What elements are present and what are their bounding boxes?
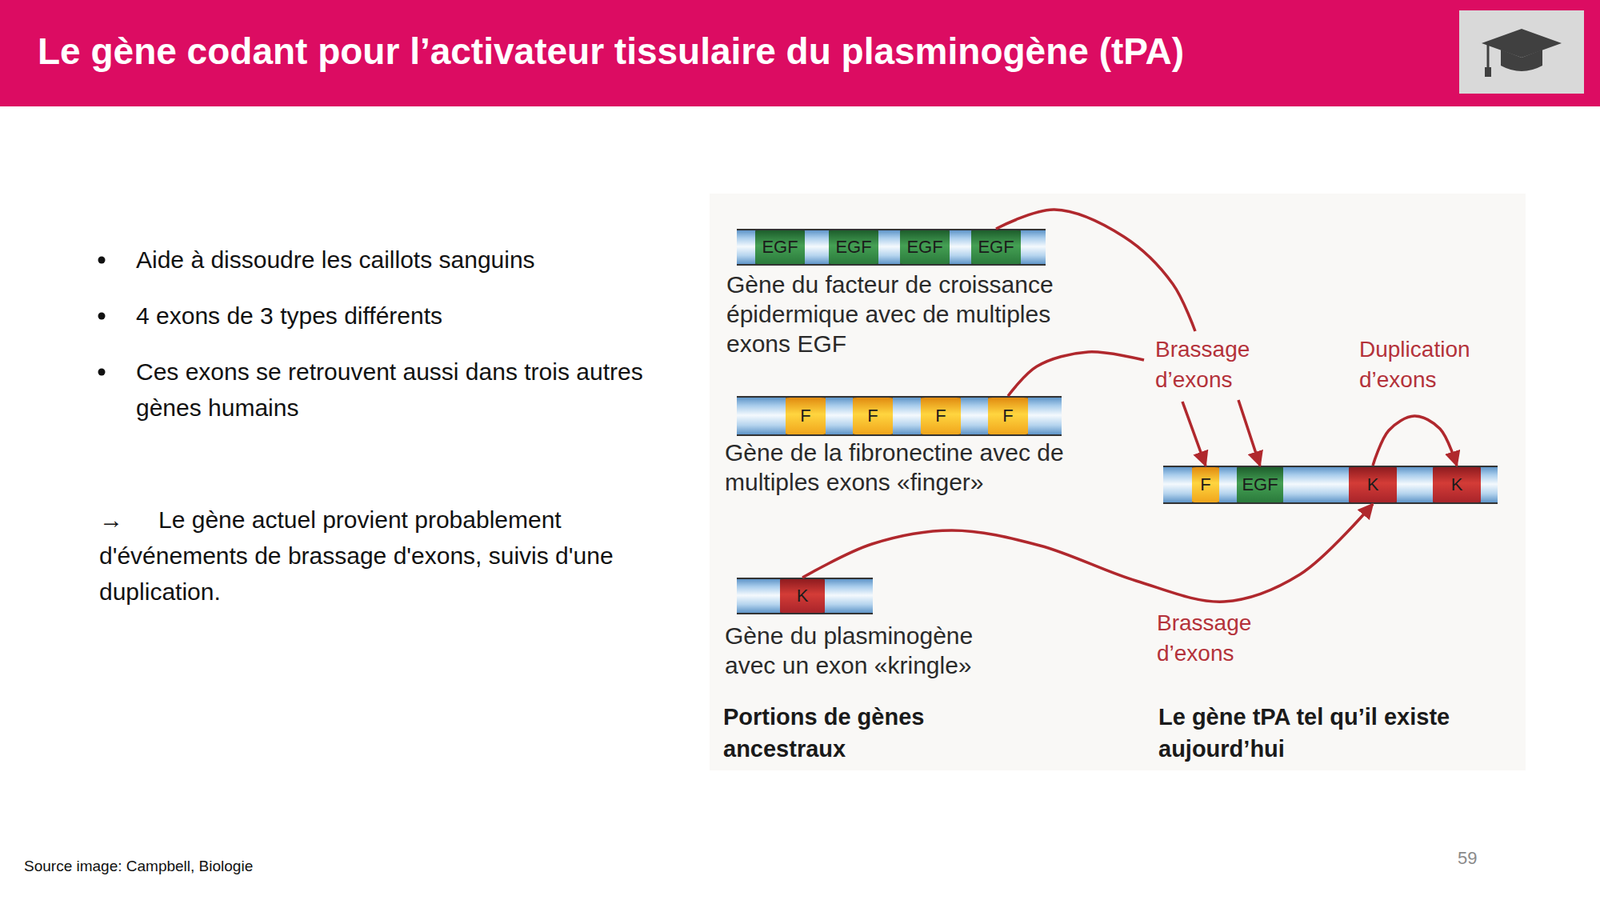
exon-label: K xyxy=(1451,475,1464,495)
gene-node: Le gène tPA tel qu’il existe aujourd’hui… xyxy=(1152,465,1520,504)
exon-block: EGF xyxy=(971,228,1021,266)
gene-node: Gène du plasminogène avec un exon «kring… xyxy=(724,577,1077,615)
exon-label: EGF xyxy=(977,237,1014,257)
bullet-text: Ces exons se retrouvent aussi dans trois… xyxy=(136,353,664,426)
header-bar xyxy=(0,0,1600,107)
gene-label: Gène du facteur de croissance épidermiqu… xyxy=(726,269,1079,359)
exon-label: EGF xyxy=(835,237,872,257)
exon-block: F xyxy=(852,396,893,436)
exon-label: EGF xyxy=(906,237,943,257)
bullet-text: Aide à dissoudre les caillots sanguins xyxy=(136,241,680,278)
exon-block: K xyxy=(1432,465,1481,504)
exon-label: F xyxy=(1200,475,1211,495)
process-label: Brassage d’exons xyxy=(1155,334,1276,396)
exon-label: K xyxy=(1367,475,1380,495)
exon-block: EGF xyxy=(755,228,805,266)
exon-label: F xyxy=(1002,406,1013,426)
exon-label: EGF xyxy=(1241,475,1278,495)
source-note: Source image: Campbell, Biologie xyxy=(24,856,424,876)
tassel-cord xyxy=(1487,44,1490,69)
exon-label: EGF xyxy=(761,237,798,257)
exon-label: K xyxy=(796,586,809,606)
mortarboard-top xyxy=(1481,28,1562,58)
exon-arrow xyxy=(802,504,1373,602)
edge-label: Duplication d’exons xyxy=(1359,334,1504,396)
slide-title: Le gène codant pour l’activateur tissula… xyxy=(37,28,1184,74)
figure-panel xyxy=(709,193,1526,771)
column-heading: Portions de gènes ancestraux xyxy=(723,700,980,765)
arrow-symbol: → xyxy=(99,501,148,538)
exon-block: K xyxy=(780,577,825,615)
tassel xyxy=(1484,67,1492,77)
exon-block: EGF xyxy=(1236,465,1284,504)
page-number: 59 xyxy=(1457,848,1506,869)
gene-label: Gène de la fibronectine avec de multiple… xyxy=(724,437,1077,497)
bullet-text: 4 exons de 3 types différents xyxy=(136,297,680,334)
exon-label: F xyxy=(800,406,811,426)
gene-heading: Le gène tPA tel qu’il existe aujourd’hui xyxy=(1158,700,1511,765)
exon-block: F xyxy=(785,396,826,436)
conclusion-text: Le gène actuel provient probablement d'é… xyxy=(99,501,628,610)
bullet-dot xyxy=(98,256,106,264)
exon-label: F xyxy=(935,406,946,426)
gene-node: Gène du facteur de croissance épidermiqu… xyxy=(724,228,1077,266)
exon-label: F xyxy=(867,406,878,426)
bullet-dot xyxy=(98,312,106,320)
exon-block: F xyxy=(920,396,961,436)
mortarboard-base xyxy=(1500,49,1543,72)
icon-box xyxy=(1459,10,1584,94)
exon-block: F xyxy=(988,396,1028,436)
exon-block: EGF xyxy=(828,228,879,266)
exon-block: K xyxy=(1348,465,1397,504)
gene-node: Gène de la fibronectine avec de multiple… xyxy=(724,396,1077,436)
bullet-dot xyxy=(98,368,106,376)
exon-block: F xyxy=(1192,465,1220,504)
exon-block: EGF xyxy=(900,228,950,266)
edge-label: Brassage d’exons xyxy=(1156,608,1277,669)
exon-arrow xyxy=(1372,416,1457,466)
gene-label: Gène du plasminogène avec un exon «kring… xyxy=(724,620,1013,680)
